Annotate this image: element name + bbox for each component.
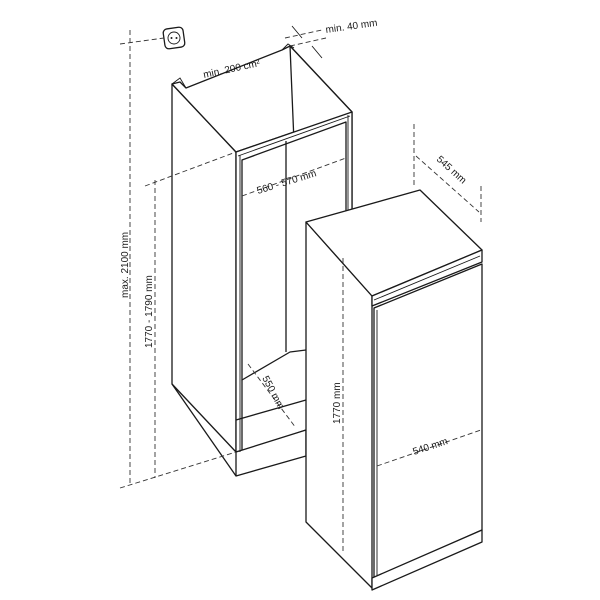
socket-leader: [119, 37, 165, 45]
vent-gap-line-2: [289, 37, 327, 47]
fridge-plinth: [371, 529, 483, 591]
frame-top-inner: [237, 115, 351, 157]
label-ventilation-gap: min. 40 mm: [325, 18, 378, 36]
dim-appliance-width: [376, 429, 482, 467]
vent-gap-arrow-1: [291, 25, 303, 39]
label-max-height: max. 2100 mm: [120, 232, 131, 298]
vent-gap-arrow-2: [311, 45, 323, 59]
power-socket-icon: [162, 26, 186, 50]
vent-notch-right: [281, 43, 295, 51]
floor-reference-line: [119, 451, 237, 489]
cabinet-bottom-edge: [171, 383, 237, 477]
fridge-door: [373, 263, 483, 579]
vent-notch-left: [171, 77, 187, 89]
door-gap-line: [373, 255, 481, 301]
label-appliance-depth: 545 mm: [434, 154, 468, 186]
dimension-lines: [119, 25, 482, 554]
dim-niche-width: [241, 157, 347, 197]
refrigerator: [305, 189, 483, 591]
vent-gap-line-1: [284, 29, 323, 39]
dim-appliance-depth: [415, 155, 480, 213]
label-niche-height: 1770 - 1790 mm: [144, 275, 155, 348]
floor-edge: [235, 399, 307, 421]
dim-niche-depth: [247, 363, 297, 429]
niche-top-reference-line: [144, 151, 237, 187]
label-appliance-height: 1770 mm: [332, 382, 343, 424]
